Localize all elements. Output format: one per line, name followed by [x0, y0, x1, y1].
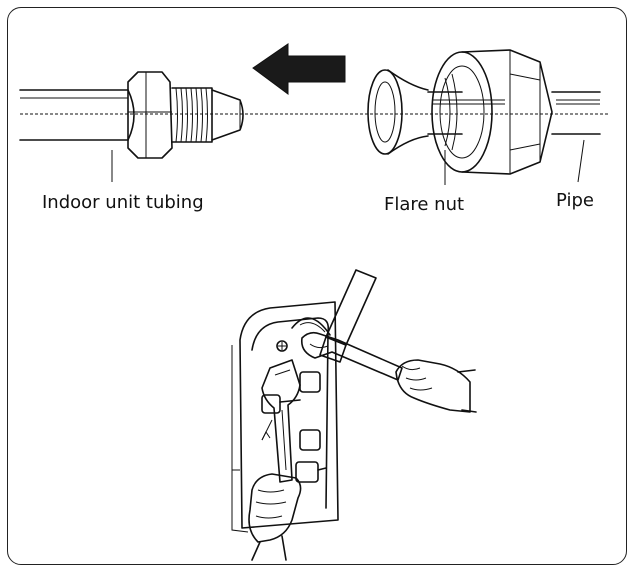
- indoor-unit-tubing: [19, 89, 135, 141]
- flare-nut-label: Flare nut: [384, 194, 464, 215]
- flare-nut: [431, 49, 553, 175]
- torque-wrench-icon: [291, 269, 377, 363]
- wrench-icon: [300, 331, 403, 381]
- indoor-thread: [171, 87, 213, 143]
- screw-icon: [276, 340, 288, 352]
- flare-bell: [367, 69, 429, 155]
- left-hand: [248, 473, 302, 561]
- indoor-unit-tubing-label: Indoor unit tubing: [42, 192, 204, 213]
- adjustable-wrench: [261, 359, 301, 483]
- unit-panel: [231, 301, 339, 533]
- indoor-cone: [211, 89, 244, 141]
- pipe-label: Pipe: [556, 190, 594, 211]
- right-hand: [395, 359, 477, 413]
- service-valves: [261, 371, 327, 483]
- arrow-left-icon: [252, 43, 346, 95]
- diagram-frame: [7, 7, 627, 565]
- indoor-hex-nut: [127, 71, 173, 159]
- pipe: [427, 91, 601, 135]
- pipe-label-leader: [577, 139, 585, 183]
